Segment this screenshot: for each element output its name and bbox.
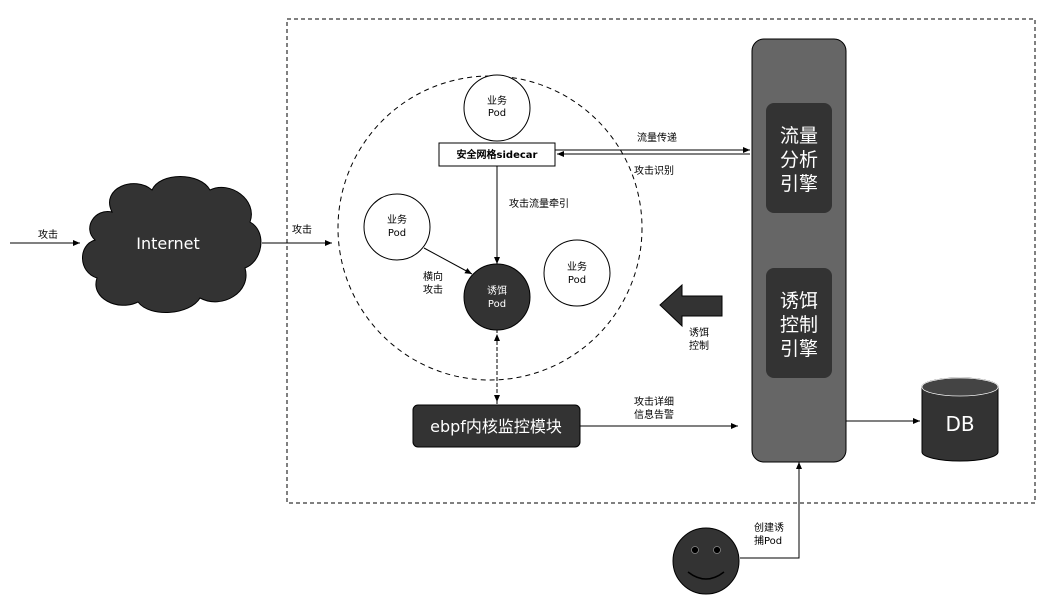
create-pod-label-1: 创建诱	[754, 521, 784, 534]
pod-top-line2: Pod	[488, 108, 506, 119]
decoy-pod-line1: 诱饵	[487, 284, 507, 297]
database: DB	[921, 377, 999, 462]
decoy-pod: 诱饵 Pod	[463, 263, 531, 331]
traffic-pass-label: 流量传递	[637, 131, 677, 144]
attack-identify-label: 攻击识别	[634, 164, 674, 177]
decoy-engine-line2: 控制	[780, 314, 818, 336]
attack-redirect-label: 攻击流量牵引	[509, 197, 569, 210]
attack-in-label: 攻击	[38, 228, 58, 241]
business-pod-left: 业务 Pod	[363, 193, 431, 261]
decoy-control-label-1: 诱饵	[689, 326, 709, 339]
sidecar-label: 安全网格sidecar	[457, 148, 538, 161]
pod-left-line2: Pod	[388, 228, 406, 239]
lateral-attack-arrow	[423, 247, 473, 275]
lateral-label-1: 横向	[423, 270, 443, 283]
decoy-control-block-arrow	[659, 283, 723, 328]
traffic-engine-line1: 流量	[780, 125, 818, 147]
traffic-engine-line2: 分析	[780, 149, 818, 171]
lateral-label-2: 攻击	[423, 283, 443, 296]
create-pod-arrow	[740, 462, 802, 559]
traffic-analysis-engine: 流量 分析 引擎	[766, 103, 832, 213]
traffic-engine-line3: 引擎	[780, 173, 818, 195]
attack-to-mesh-label: 攻击	[292, 223, 312, 236]
ebpf-label: ebpf内核监控模块	[430, 417, 562, 436]
decoy-engine-line1: 诱饵	[780, 290, 818, 312]
pod-right-line2: Pod	[568, 275, 586, 286]
decoy-engine-line3: 引擎	[780, 338, 818, 360]
create-pod-label-2: 捕Pod	[754, 534, 782, 547]
decoy-control-label-2: 控制	[689, 339, 709, 352]
db-label: DB	[945, 412, 974, 436]
cluster-boundary	[286, 18, 1036, 504]
business-pod-top: 业务 Pod	[463, 74, 531, 142]
engine-column	[751, 38, 847, 463]
alert-label-1: 攻击详细	[634, 395, 674, 408]
alert-label-2: 信息告警	[634, 408, 674, 421]
internet-cloud: Internet	[82, 176, 262, 314]
user-smiley-icon	[672, 527, 740, 595]
sidecar-box: 安全网格sidecar	[438, 142, 556, 167]
decoy-control-engine: 诱饵 控制 引擎	[766, 268, 832, 378]
internet-label: Internet	[136, 234, 200, 253]
pod-top-line1: 业务	[487, 94, 507, 107]
business-pod-right: 业务 Pod	[543, 239, 611, 307]
ebpf-module: ebpf内核监控模块	[412, 404, 581, 448]
decoy-pod-line2: Pod	[488, 299, 506, 310]
pod-right-line1: 业务	[567, 260, 587, 273]
pod-left-line1: 业务	[387, 213, 407, 226]
